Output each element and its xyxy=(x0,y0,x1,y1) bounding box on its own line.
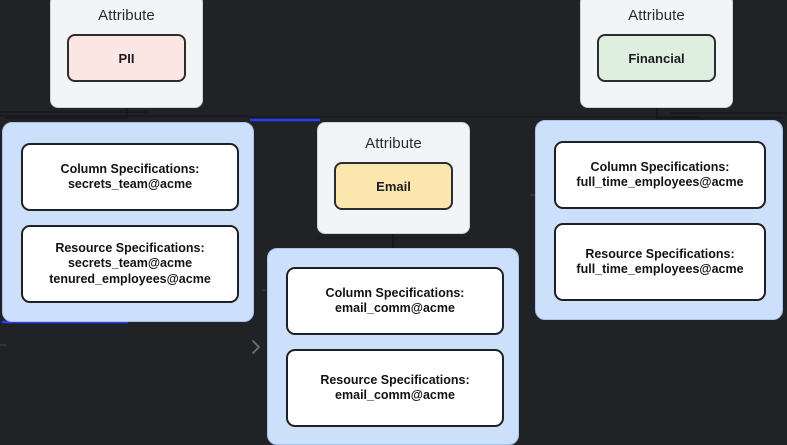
spec-box-resource-specifications[interactable]: Resource Specifications: full_time_emplo… xyxy=(554,223,766,301)
attribute-chip-email[interactable]: Email xyxy=(334,162,453,210)
attribute-chip-financial[interactable]: Financial xyxy=(597,34,716,82)
spec-box-title: Column Specifications: xyxy=(590,159,730,174)
spec-box-title: Column Specifications: xyxy=(60,161,200,176)
spec-box-resource-specifications[interactable]: Resource Specifications: email_comm@acme xyxy=(286,349,504,427)
spec-box-column-specifications[interactable]: Column Specifications: full_time_employe… xyxy=(554,141,766,209)
spec-box-resource-specifications[interactable]: Resource Specifications: secrets_team@ac… xyxy=(21,225,239,303)
attribute-group-email[interactable]: Attribute Email xyxy=(317,122,470,234)
spec-box-title: Column Specifications: xyxy=(325,285,465,300)
spec-box-value: email_comm@acme xyxy=(335,301,455,315)
attribute-group-financial[interactable]: Attribute Financial xyxy=(580,0,733,108)
attribute-group-title: Attribute xyxy=(98,7,155,24)
attribute-chip-pii[interactable]: PII xyxy=(67,34,186,82)
spec-box-value: tenured_employees@acme xyxy=(49,271,211,286)
spec-box-title: Resource Specifications: xyxy=(55,241,205,256)
spec-group-secrets-team[interactable]: Column Specifications: secrets_team@acme… xyxy=(2,122,254,322)
spec-box-value: secrets_team@acme xyxy=(67,256,193,271)
attribute-group-pii[interactable]: Attribute PII xyxy=(50,0,203,108)
spec-box-title: Resource Specifications: xyxy=(585,246,735,261)
spec-box-column-specifications[interactable]: Column Specifications: email_comm@acme xyxy=(286,267,504,335)
spec-box-value: email_comm@acme xyxy=(335,388,455,402)
attribute-group-title: Attribute xyxy=(365,135,422,152)
spec-box-column-specifications[interactable]: Column Specifications: secrets_team@acme xyxy=(21,143,239,211)
spec-box-title: Resource Specifications: xyxy=(320,372,470,387)
spec-group-full-time-employees[interactable]: Column Specifications: full_time_employe… xyxy=(535,120,783,320)
attribute-group-title: Attribute xyxy=(628,7,685,24)
spec-box-value: secrets_team@acme xyxy=(67,177,193,191)
spec-group-email-comm[interactable]: Column Specifications: email_comm@acme R… xyxy=(267,248,519,445)
spec-box-value: full_time_employees@acme xyxy=(576,262,744,276)
spec-box-value: full_time_employees@acme xyxy=(576,175,744,189)
